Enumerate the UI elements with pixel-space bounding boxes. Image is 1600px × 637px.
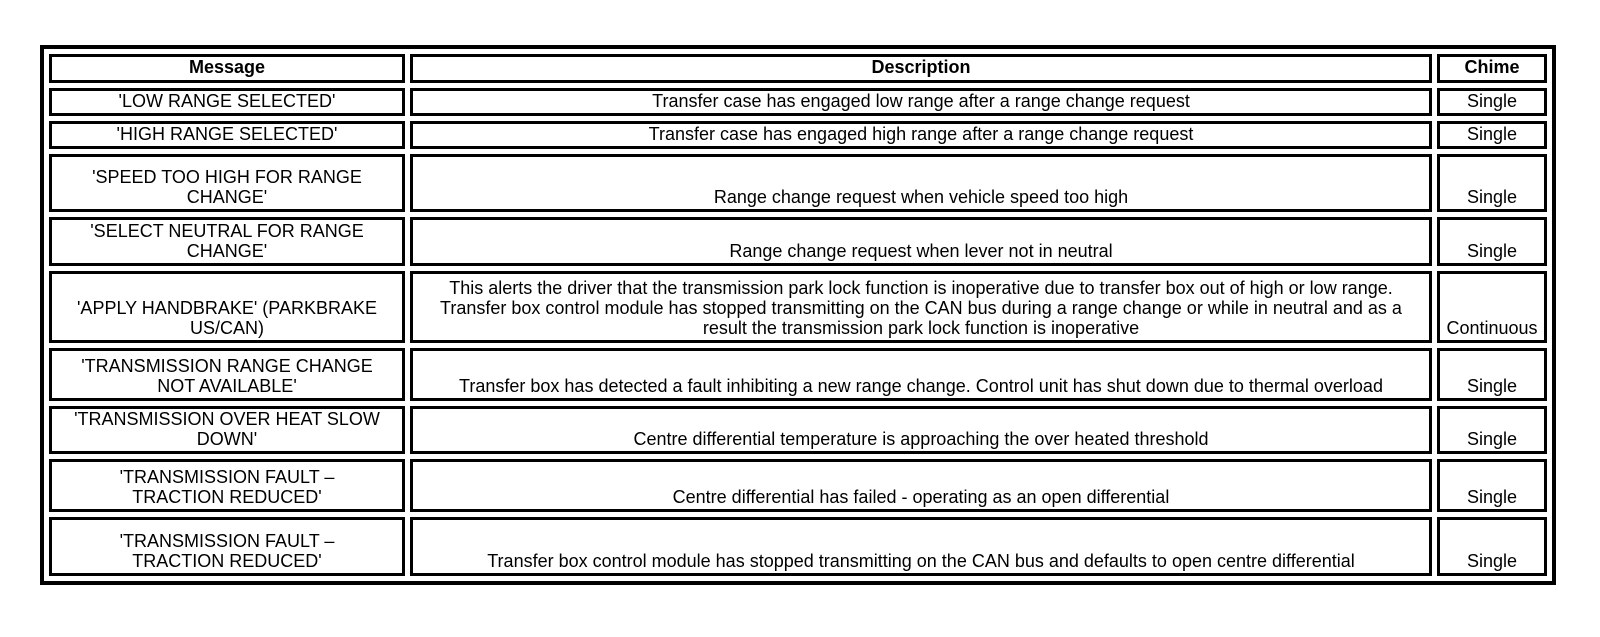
message-cell: 'LOW RANGE SELECTED' [49,88,405,116]
chime-cell: Single [1437,406,1547,454]
message-cell: 'SELECT NEUTRAL FOR RANGE CHANGE' [49,217,405,266]
table-row: 'TRANSMISSION FAULT – TRACTION REDUCED' … [49,517,1547,576]
header-row: Message Description Chime [49,54,1547,83]
chime-cell: Single [1437,217,1547,266]
chime-cell: Single [1437,348,1547,401]
description-cell: Transfer box control module has stopped … [410,517,1432,576]
col-header-description: Description [410,54,1432,83]
chime-cell: Single [1437,88,1547,116]
description-cell: Range change request when vehicle speed … [410,154,1432,212]
table-row: 'SPEED TOO HIGH FOR RANGE CHANGE' Range … [49,154,1547,212]
col-header-chime: Chime [1437,54,1547,83]
chime-cell: Single [1437,517,1547,576]
table-row: 'HIGH RANGE SELECTED' Transfer case has … [49,121,1547,149]
description-cell: Centre differential temperature is appro… [410,406,1432,454]
table-row: 'LOW RANGE SELECTED' Transfer case has e… [49,88,1547,116]
description-cell: Transfer case has engaged high range aft… [410,121,1432,149]
description-cell: This alerts the driver that the transmis… [410,271,1432,343]
table-row: 'APPLY HANDBRAKE' (PARKBRAKE US/CAN) Thi… [49,271,1547,343]
message-cell: 'HIGH RANGE SELECTED' [49,121,405,149]
description-cell: Transfer box has detected a fault inhibi… [410,348,1432,401]
message-cell: 'APPLY HANDBRAKE' (PARKBRAKE US/CAN) [49,271,405,343]
chime-cell: Continuous [1437,271,1547,343]
message-cell: 'TRANSMISSION FAULT – TRACTION REDUCED' [49,517,405,576]
chime-cell: Single [1437,121,1547,149]
description-cell: Range change request when lever not in n… [410,217,1432,266]
message-cell: 'TRANSMISSION RANGE CHANGE NOT AVAILABLE… [49,348,405,401]
table-row: 'SELECT NEUTRAL FOR RANGE CHANGE' Range … [49,217,1547,266]
message-cell: 'SPEED TOO HIGH FOR RANGE CHANGE' [49,154,405,212]
description-cell: Transfer case has engaged low range afte… [410,88,1432,116]
table-row: 'TRANSMISSION RANGE CHANGE NOT AVAILABLE… [49,348,1547,401]
chime-cell: Single [1437,459,1547,512]
warning-messages-table: Message Description Chime 'LOW RANGE SEL… [40,45,1556,585]
description-cell: Centre differential has failed - operati… [410,459,1432,512]
chime-cell: Single [1437,154,1547,212]
col-header-message: Message [49,54,405,83]
message-cell: 'TRANSMISSION FAULT – TRACTION REDUCED' [49,459,405,512]
table-row: 'TRANSMISSION FAULT – TRACTION REDUCED' … [49,459,1547,512]
table-row: 'TRANSMISSION OVER HEAT SLOW DOWN' Centr… [49,406,1547,454]
message-cell: 'TRANSMISSION OVER HEAT SLOW DOWN' [49,406,405,454]
